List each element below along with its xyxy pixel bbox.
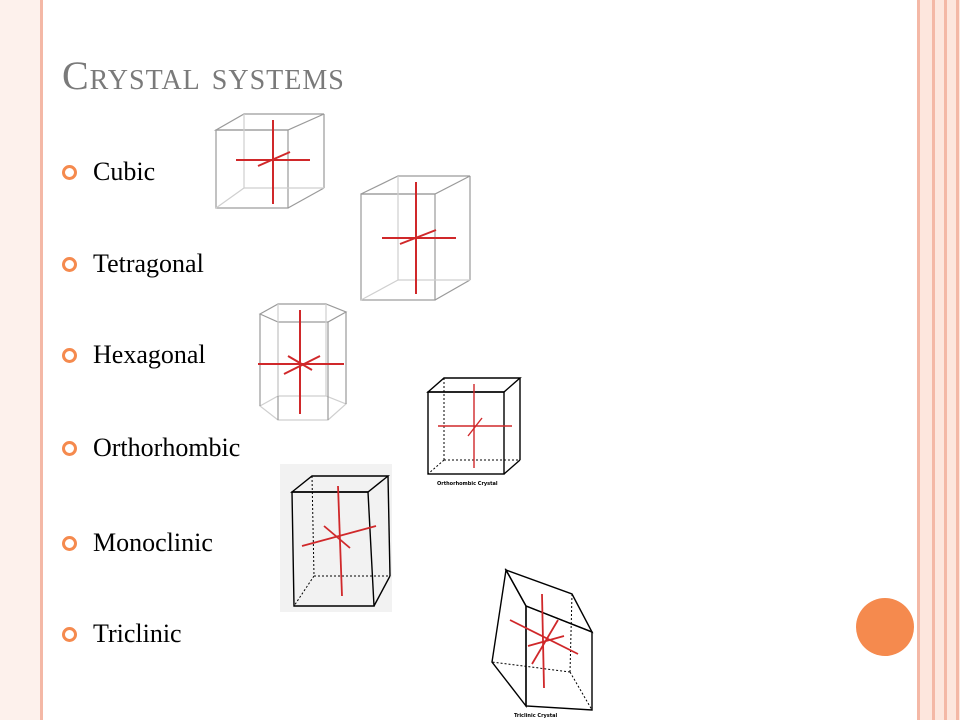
bullet-label: Triclinic — [93, 619, 182, 648]
tetragonal-crystal-image — [360, 175, 471, 301]
bullet-item-triclinic: Triclinic — [62, 612, 182, 656]
bullet-label: Hexagonal — [93, 340, 206, 369]
triclinic-crystal-image — [491, 567, 594, 711]
ring-bullet-icon — [62, 626, 77, 642]
ring-bullet-icon — [62, 256, 77, 272]
cubic-crystal-image — [213, 113, 325, 209]
right-frame-stripe — [932, 0, 935, 720]
triclinic-caption: Triclinic Crystal — [514, 713, 558, 719]
bullet-item-hexagonal: Hexagonal — [62, 333, 206, 377]
left-frame — [0, 0, 43, 720]
monoclinic-crystal-image — [280, 464, 392, 612]
hexagonal-crystal-image — [258, 303, 348, 421]
orthorhombic-caption: Orthorhombic Crystal — [437, 481, 498, 487]
right-frame — [917, 0, 960, 720]
ring-bullet-icon — [62, 440, 77, 456]
ring-bullet-icon — [62, 164, 77, 180]
slide-title: Crystal systems — [62, 53, 345, 98]
right-frame-stripe — [956, 0, 959, 720]
right-frame-stripe — [944, 0, 947, 720]
bullet-item-monoclinic: Monoclinic — [62, 521, 213, 565]
ring-bullet-icon — [62, 535, 77, 551]
ring-bullet-icon — [62, 347, 77, 363]
bullet-label: Monoclinic — [93, 528, 213, 557]
bullet-item-orthorhombic: Orthorhombic — [62, 426, 240, 470]
orthorhombic-crystal-image — [426, 377, 522, 475]
bullet-label: Orthorhombic — [93, 433, 241, 462]
bullet-label: Cubic — [93, 157, 156, 186]
bullet-label: Tetragonal — [93, 249, 204, 278]
bullet-item-tetragonal: Tetragonal — [62, 242, 204, 286]
decorative-orange-circle — [856, 598, 914, 656]
bullet-item-cubic: Cubic — [62, 150, 155, 194]
